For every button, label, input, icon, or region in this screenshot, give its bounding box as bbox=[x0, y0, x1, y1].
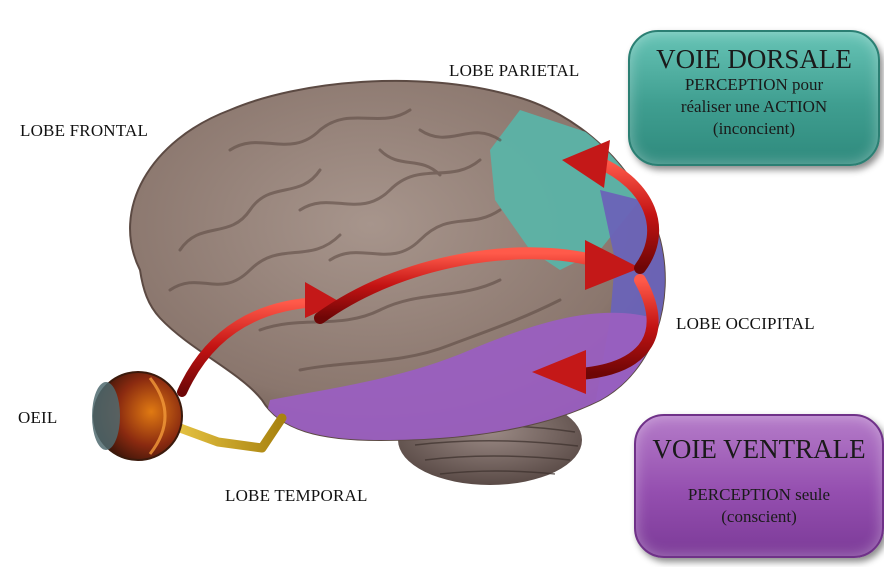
eye-illustration bbox=[92, 372, 182, 460]
dorsal-line-2: réaliser une ACTION bbox=[630, 96, 878, 118]
label-lobe-occipital: LOBE OCCIPITAL bbox=[676, 314, 815, 334]
optic-nerve bbox=[180, 418, 282, 448]
dorsal-title: VOIE DORSALE bbox=[630, 44, 878, 74]
ventral-title: VOIE VENTRALE bbox=[636, 434, 882, 464]
label-lobe-frontal: LOBE FRONTAL bbox=[20, 121, 148, 141]
ventral-pathway-card: VOIE VENTRALE PERCEPTION seule (conscien… bbox=[634, 414, 884, 558]
label-lobe-parietal: LOBE PARIETAL bbox=[449, 61, 579, 81]
ventral-line-1: PERCEPTION seule bbox=[636, 484, 882, 506]
dorsal-line-1: PERCEPTION pour bbox=[630, 74, 878, 96]
label-lobe-temporal: LOBE TEMPORAL bbox=[225, 486, 368, 506]
ventral-line-2: (conscient) bbox=[636, 506, 882, 528]
dorsal-pathway-card: VOIE DORSALE PERCEPTION pour réaliser un… bbox=[628, 30, 880, 166]
label-eye: OEIL bbox=[18, 408, 58, 428]
dorsal-line-3: (inconcient) bbox=[630, 118, 878, 140]
